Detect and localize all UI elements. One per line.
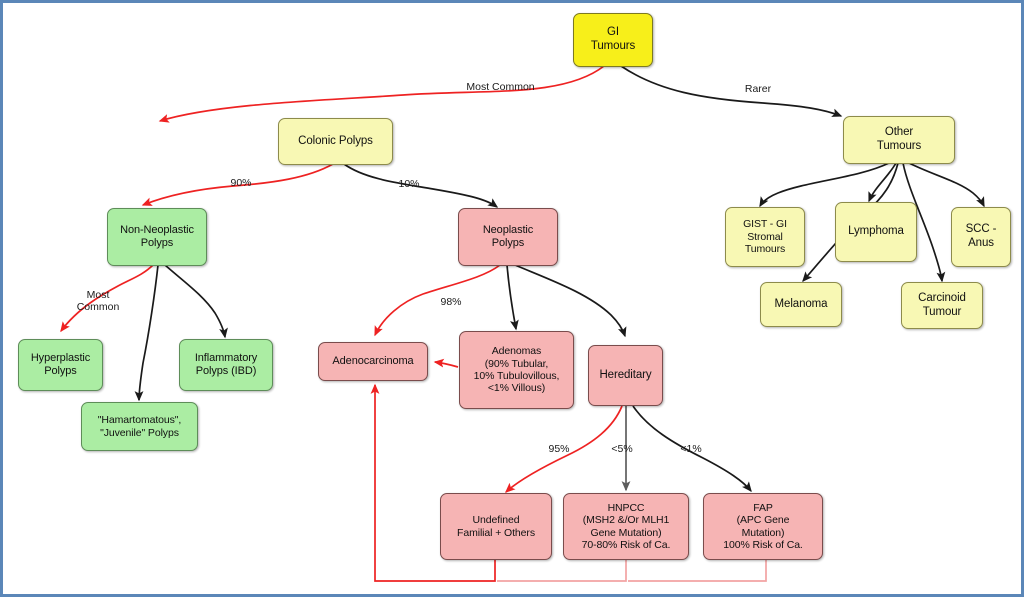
edge-other-to-lymphoma <box>868 162 897 203</box>
node-hereditary[interactable]: Hereditary <box>588 345 663 406</box>
edge-nonneoplastic-to-inflammatory <box>164 264 228 339</box>
edge-label-most-common-top: Most Common <box>466 81 535 93</box>
edge-other-to-gist <box>759 162 890 208</box>
edge-neoplastic-to-hereditary <box>514 264 627 338</box>
node-adenomas[interactable]: Adenomas (90% Tubular, 10% Tubulovillous… <box>459 331 574 409</box>
node-fap[interactable]: FAP (APC Gene Mutation) 100% Risk of Ca. <box>703 493 823 560</box>
edge-gi-to-colonic <box>158 65 605 123</box>
node-colonic-polyps[interactable]: Colonic Polyps <box>278 118 393 165</box>
node-hyperplastic-polyps[interactable]: Hyperplastic Polyps <box>18 339 103 391</box>
edge-fap-return-bus <box>628 560 767 582</box>
edge-neoplastic-to-adenomas <box>506 264 519 331</box>
edge-label-most-common-left: Most Common <box>76 289 120 314</box>
node-scc-anus[interactable]: SCC - Anus <box>951 207 1011 267</box>
edge-nonneoplastic-to-hamartomatous <box>134 264 159 402</box>
edge-label-rarer: Rarer <box>744 83 772 95</box>
edge-label-95-percent: 95% <box>548 443 570 455</box>
node-hnpcc[interactable]: HNPCC (MSH2 &/Or MLH1 Gene Mutation) 70-… <box>563 493 689 560</box>
edge-label-lt-1-percent: <1% <box>680 443 702 455</box>
node-carcinoid-tumour[interactable]: Carcinoid Tumour <box>901 282 983 329</box>
edge-other-to-scc <box>908 162 985 208</box>
node-other-tumours[interactable]: Other Tumours <box>843 116 955 164</box>
node-non-neoplastic-polyps[interactable]: Non-Neoplastic Polyps <box>107 208 207 266</box>
node-neoplastic-polyps[interactable]: Neoplastic Polyps <box>458 208 558 266</box>
node-melanoma[interactable]: Melanoma <box>760 282 842 327</box>
edge-adenomas-to-adenocarcinoma <box>433 358 459 368</box>
node-inflammatory-polyps[interactable]: Inflammatory Polyps (IBD) <box>179 339 273 391</box>
edge-gi-to-other <box>620 65 843 117</box>
edge-hnpcc-return-bus <box>497 560 627 582</box>
edge-label-10-percent: 10% <box>398 178 420 190</box>
edge-label-98-percent: 98% <box>440 296 462 308</box>
node-adenocarcinoma[interactable]: Adenocarcinoma <box>318 342 428 381</box>
node-hamartomatous-juvenile-polyps[interactable]: "Hamartomatous", "Juvenile" Polyps <box>81 402 198 451</box>
node-lymphoma[interactable]: Lymphoma <box>835 202 917 262</box>
node-undefined-familial[interactable]: Undefined Familial + Others <box>440 493 552 560</box>
node-gi-tumours[interactable]: GI Tumours <box>573 13 653 67</box>
edge-label-90-percent: 90% <box>230 177 252 189</box>
node-gist[interactable]: GIST - GI Stromal Tumours <box>725 207 805 267</box>
edge-label-lt-5-percent: <5% <box>611 443 633 455</box>
